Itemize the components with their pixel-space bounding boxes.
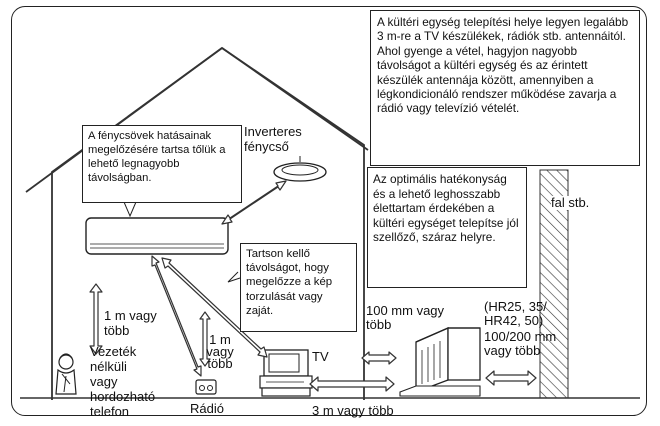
note-fluorescent-lamps-text: A fénycsövek hatásainak megelőzésére tar…	[88, 130, 226, 184]
note-fluorescent-lamps: A fénycsövek hatásainak megelőzésére tar…	[82, 125, 242, 203]
outdoor-unit	[399, 327, 481, 397]
label-tv: TV	[312, 349, 329, 364]
label-phone: Vezeték nélküli vagy hordozható telefon	[90, 344, 156, 419]
note-interference-distance-text: Tartson kellő távolságot, hogy megelőzze…	[246, 248, 333, 317]
arrow-ac-lamp	[221, 180, 287, 225]
arrow-wall-gap	[361, 351, 397, 365]
label-inverter-lamp: Inverteres fénycső	[244, 124, 302, 154]
label-phone-distance: 1 m vagy több	[104, 308, 157, 338]
label-models: (HR25, 35/ HR42, 50)	[484, 299, 547, 328]
arrow-phone-distance	[89, 283, 103, 355]
note-ventilated-location: Az optimális hatékonyság és a lehető leg…	[367, 167, 527, 288]
indoor-unit	[85, 217, 229, 255]
note-outdoor-unit-placement-text: A kültéri egység telepítési helye legyen…	[377, 15, 629, 116]
phone-user-icon	[55, 353, 77, 395]
tv-icon	[259, 349, 313, 397]
arrow-ac-radio	[151, 255, 202, 377]
note-outdoor-unit-placement: A kültéri egység telepítési helye legyen…	[370, 10, 640, 166]
label-radio: Rádió	[190, 401, 224, 416]
label-radio-distance: 1 m vagy több	[206, 332, 234, 371]
arrow-radio-distance	[199, 311, 211, 367]
arrow-tv-outdoor	[309, 376, 395, 392]
note-ventilated-location-text: Az optimális hatékonyság és a lehető leg…	[373, 172, 519, 245]
arrow-outdoor-wall	[485, 370, 537, 386]
label-wall-gap: 100 mm vagy több	[366, 303, 445, 332]
note-interference-distance: Tartson kellő távolságot, hogy megelőzze…	[240, 243, 357, 332]
roof-line	[25, 47, 223, 193]
label-outdoor-distance: 3 m vagy több	[312, 403, 394, 418]
arrow-ac-tv	[161, 257, 268, 358]
radio-icon	[195, 379, 217, 395]
ceiling-lamp-icon	[273, 156, 327, 182]
diagram-frame	[11, 6, 647, 416]
label-rear-gap: 100/200 mm vagy több	[484, 329, 557, 358]
label-wall: fal stb.	[551, 195, 590, 210]
